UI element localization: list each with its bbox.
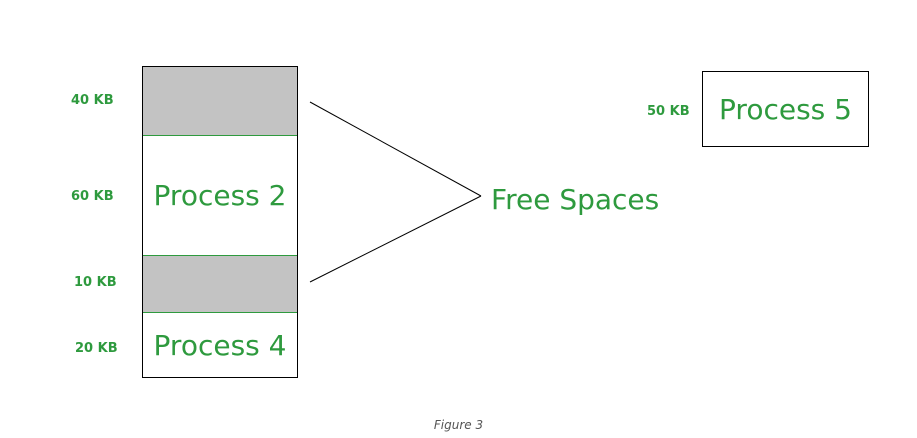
size-label-process-2: 60 KB [71,189,114,204]
process-2-segment: Process 2 [143,136,297,256]
free-spaces-label: Free Spaces [491,183,660,216]
free-space-top [143,67,297,136]
size-label-process-5: 50 KB [647,104,690,119]
size-label-free-top: 40 KB [71,93,114,108]
process-4-label: Process 4 [153,328,287,362]
size-label-free-bottom: 10 KB [74,275,117,290]
connector-line-bottom [309,195,482,283]
process-5-label: Process 5 [719,92,852,126]
size-label-process-4: 20 KB [75,341,118,356]
free-space-bottom [143,256,297,313]
process-4-segment: Process 4 [143,313,297,377]
process-5-box: Process 5 [702,71,869,147]
memory-block: Process 2 Process 4 [142,66,298,378]
process-2-label: Process 2 [153,179,287,212]
figure-caption: Figure 3 [433,418,484,432]
connector-line-top [309,101,482,197]
